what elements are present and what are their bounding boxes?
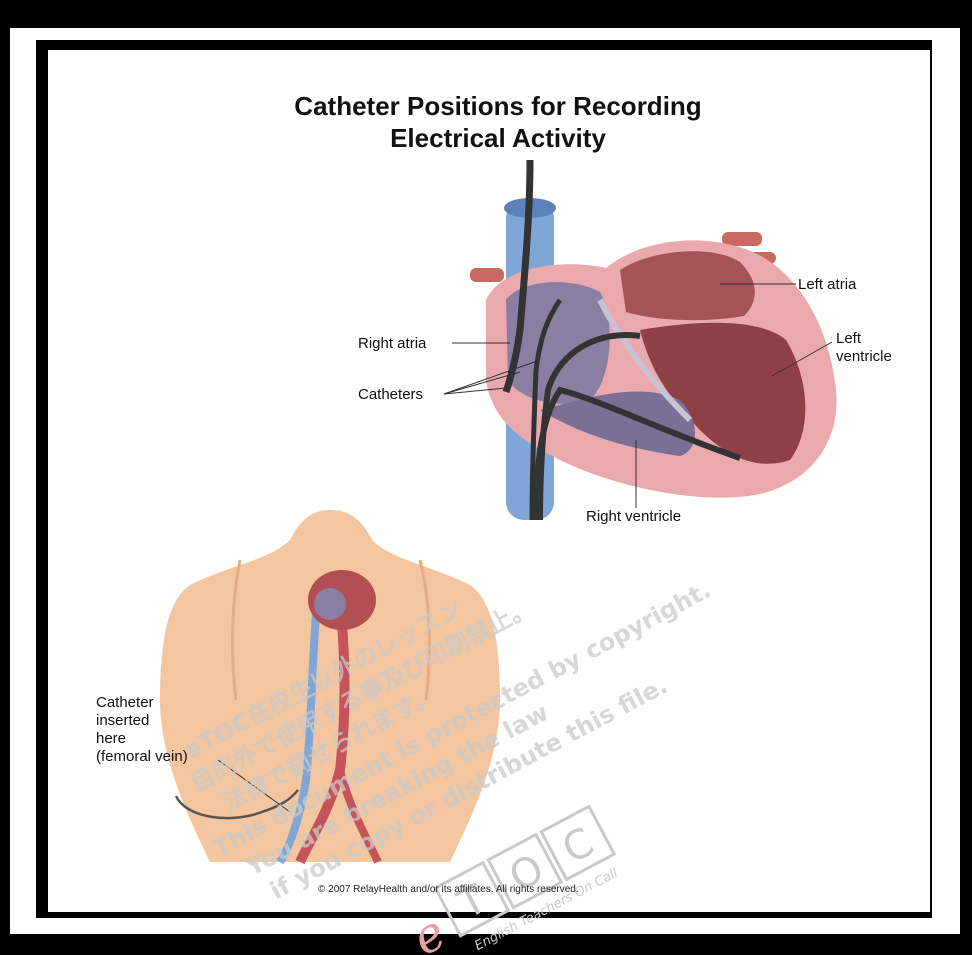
page-title: Catheter Positions for Recording Electri… — [0, 90, 972, 154]
label-left-atria: Left atria — [798, 276, 856, 294]
title-line-1: Catheter Positions for Recording — [0, 90, 972, 122]
label-catheter-line1: Catheter — [96, 694, 154, 712]
copyright-notice: © 2007 RelayHealth and/or its affiliates… — [318, 884, 579, 895]
label-right-atria: Right atria — [358, 335, 426, 353]
label-left-ventricle-line1: Left — [836, 330, 861, 348]
torso-diagram — [160, 510, 500, 862]
left-atrium-chamber — [620, 251, 755, 320]
label-left-ventricle-line2: ventricle — [836, 348, 892, 366]
label-catheters: Catheters — [358, 386, 423, 404]
title-line-2: Electrical Activity — [0, 122, 972, 154]
label-catheter-line4: (femoral vein) — [96, 748, 188, 766]
label-catheter-line2: inserted — [96, 712, 149, 730]
label-right-ventricle: Right ventricle — [586, 508, 681, 526]
heart-diagram — [444, 160, 837, 520]
label-catheter-line3: here — [96, 730, 126, 748]
